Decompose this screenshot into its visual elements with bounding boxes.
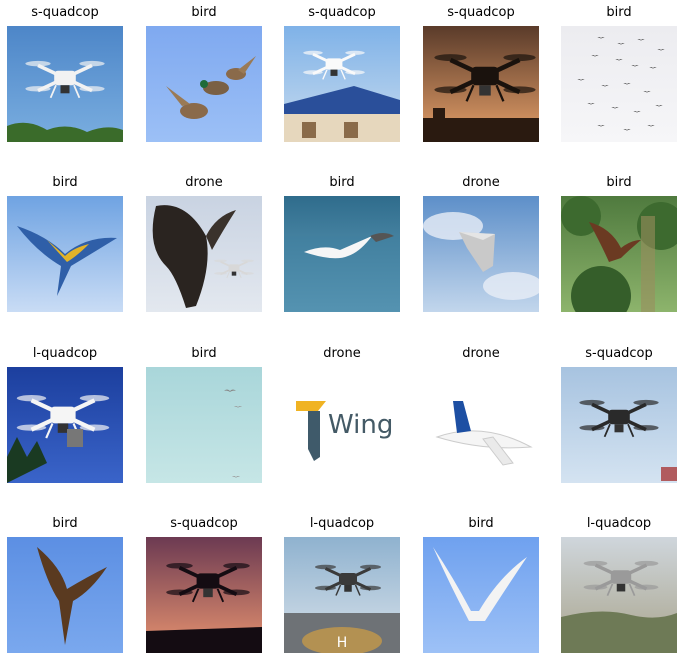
cell-label: bird <box>329 175 355 190</box>
cell-thumbnail-image <box>146 537 262 653</box>
cell-label: drone <box>462 175 500 190</box>
cell-thumbnail-image <box>561 537 677 653</box>
cell-thumbnail-image <box>7 196 123 312</box>
cell-label: drone <box>462 346 500 361</box>
cell-label: l-quadcop <box>32 346 98 361</box>
cell-label: bird <box>52 516 78 531</box>
cell-label: bird <box>191 346 217 361</box>
cell-label: drone <box>323 346 361 361</box>
cell-thumbnail-image <box>7 367 123 483</box>
cell-thumbnail-image: Wing <box>284 367 400 483</box>
cell-thumbnail-image <box>146 196 262 312</box>
cell-label: s-quadcop <box>585 346 653 361</box>
cell-label: s-quadcop <box>447 5 515 20</box>
cell-thumbnail-image <box>423 367 539 483</box>
cell-label: l-quadcop <box>309 516 375 531</box>
cell-thumbnail-image <box>7 26 123 142</box>
cell-label: bird <box>52 175 78 190</box>
cell-label: bird <box>606 5 632 20</box>
cell-thumbnail-image <box>561 367 677 483</box>
cell-label: s-quadcop <box>308 5 376 20</box>
cell-thumbnail-image <box>146 367 262 483</box>
cell-thumbnail-image <box>284 196 400 312</box>
cell-thumbnail-image: H <box>284 537 400 653</box>
cell-thumbnail-image <box>561 196 677 312</box>
cell-label: l-quadcop <box>586 516 652 531</box>
cell-label: bird <box>606 175 632 190</box>
cell-label: s-quadcop <box>31 5 99 20</box>
svg-text:H: H <box>337 635 348 651</box>
wing-logo-text: Wing <box>328 410 393 440</box>
cell-thumbnail-image <box>423 537 539 653</box>
cell-label: s-quadcop <box>170 516 238 531</box>
cell-thumbnail-image <box>423 26 539 142</box>
cell-thumbnail-image <box>284 26 400 142</box>
cell-thumbnail-image <box>423 196 539 312</box>
cell-label: drone <box>185 175 223 190</box>
cell-label: bird <box>468 516 494 531</box>
cell-thumbnail-image <box>7 537 123 653</box>
cell-thumbnail-image <box>146 26 262 142</box>
cell-label: bird <box>191 5 217 20</box>
cell-thumbnail-image <box>561 26 677 142</box>
